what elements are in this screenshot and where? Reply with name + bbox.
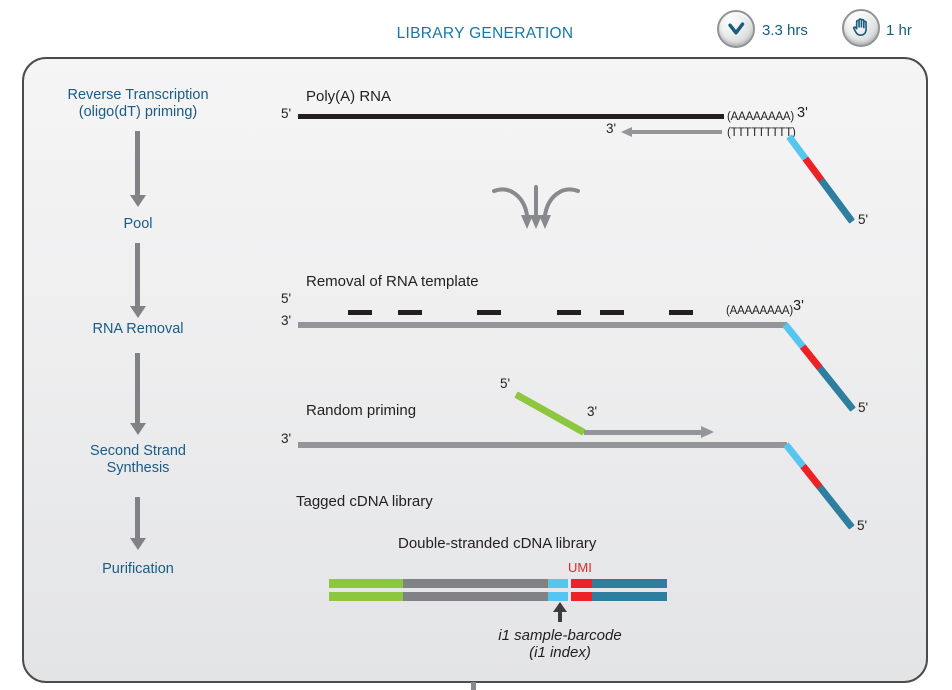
auto-time-badge [717,10,755,48]
flow-step-second-strand: Second Strand Synthesis [90,443,186,476]
next-step-arrow-stub [471,682,476,690]
polyt-primer-seq: (TTTTTTTTT) [727,127,796,139]
i1-barcode-segment-cyan [548,592,568,601]
hands-on-time-badge [842,9,880,47]
insert-segment-gray [403,592,548,601]
hands-on-time-label: 1 hr [886,22,912,39]
rna-fragment-dash [600,310,624,315]
tagged-cdna-label: Tagged cDNA library [296,493,433,510]
barcode-pointer-arrowhead-icon [553,602,567,612]
removal-3prime-label: 3' [281,313,292,328]
flow-arrow-1 [129,131,146,207]
random-priming-label: Random priming [306,402,417,419]
ds-cdna-top-strand [329,579,667,588]
umi-segment-red [571,592,592,601]
polya-3prime-label: 3' [797,105,808,121]
rna-removal-label: Removal of RNA template [306,273,479,290]
rt-extension-strand [631,130,722,134]
flow-step-purification: Purification [102,561,174,577]
primer-segment-green [329,592,403,601]
insert-segment-gray [403,579,548,588]
ds-cdna-label: Double-stranded cDNA library [398,535,597,552]
second-strand-extension-arrowhead-icon [701,426,714,438]
polya-5prime-label: 5' [281,106,292,121]
rna-fragment-dash [669,310,693,315]
oligo2-5prime-label: 5' [858,400,869,415]
auto-time-label: 3.3 hrs [762,22,808,39]
oligo1-5prime-label: 5' [858,212,869,227]
rt-extension-arrowhead-icon [621,127,632,137]
flow-arrow-4 [129,497,146,550]
removal-3prime-right-label: 3' [793,298,804,314]
rna-fragment-dash [348,310,372,315]
random-primer-3prime-label: 3' [587,404,598,419]
adapter-segment-teal [592,579,667,588]
flow-step-reverse-transcription: Reverse Transcription (oligo(dT) priming… [67,87,209,120]
oligo3-5prime-label: 5' [857,518,868,533]
template-strand [298,442,787,448]
polya-tail-seq: (AAAAAAAA) [727,111,795,123]
flow-step-pool: Pool [123,216,153,232]
i1-index-caption: (i1 index) [529,644,591,661]
pool-converge-arrows-icon [492,185,580,229]
rna-fragment-dash [477,310,501,315]
rna-fragment-dash [557,310,581,315]
flow-arrow-3 [129,353,146,435]
barcode-pointer-shaft [558,611,562,622]
flow-arrow-2 [129,243,146,318]
removal-polya-seq: (AAAAAAAA) [726,305,794,317]
random-primer-5prime-label: 5' [500,376,511,391]
page-title: LIBRARY GENERATION [396,25,574,42]
check-circle-icon [728,22,745,35]
i1-barcode-caption: i1 sample-barcode [498,627,622,644]
polya-rna-label: Poly(A) RNA [306,88,392,105]
adapter-segment-teal [592,592,667,601]
umi-label: UMI [568,560,592,575]
removal-5prime-label: 5' [281,291,292,306]
rna-fragment-dash [398,310,422,315]
hand-icon [852,18,867,36]
workflow-panel [22,57,928,683]
polya-rna-strand [298,114,724,119]
template-3prime-label: 3' [281,431,292,446]
i1-barcode-segment-cyan [548,579,568,588]
ds-cdna-bottom-strand [329,592,667,601]
second-strand-extension-shaft [584,430,701,435]
first-strand-cdna [298,322,787,328]
flow-step-rna-removal: RNA Removal [92,321,184,337]
primer-segment-green [329,579,403,588]
rt-primer-3prime-label: 3' [606,121,617,136]
umi-segment-red [571,579,592,588]
